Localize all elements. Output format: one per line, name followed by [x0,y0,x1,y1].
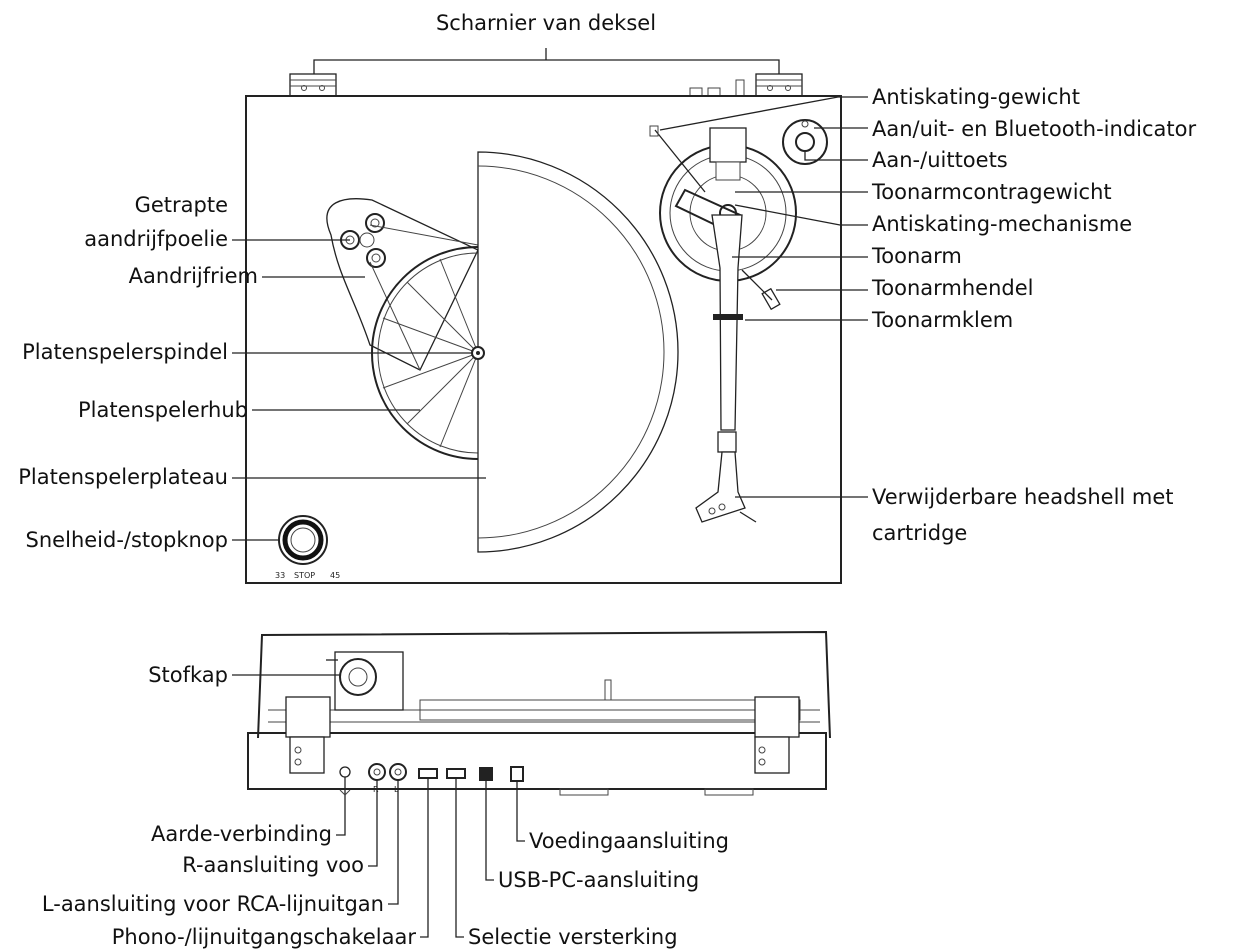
rear-mark-l: L [394,785,399,794]
left-hinge [289,73,337,97]
label-power-jack: Voedingaansluiting [529,829,729,853]
label-tonearm: Toonarm [871,244,962,268]
label-tonearm-lever: Toonarmhendel [871,276,1033,300]
gain-switch[interactable] [446,768,466,779]
platter [477,151,679,553]
rca-l-jack[interactable] [389,763,407,781]
label-headshell-line2: cartridge [872,521,967,545]
speed-stop-knob[interactable] [278,515,328,565]
label-ground: Aarde-verbinding [151,822,332,846]
label-tonearm-counterweight: Toonarmcontragewicht [871,180,1112,204]
top-view: 33 STOP 45 [245,73,842,584]
label-tonearm-clamp: Toonarmklem [871,308,1013,332]
rca-r-jack[interactable] [368,763,386,781]
plinth-top [245,95,842,584]
label-platter: Platenspelerplateau [18,465,228,489]
right-hinge [755,73,803,97]
label-usb-pc: USB-PC-aansluiting [498,868,699,892]
phono-line-switch[interactable] [418,768,438,779]
ground-terminal[interactable] [339,766,351,796]
headshell [695,451,757,523]
knob-mark-stop: STOP [294,571,315,580]
rear-right-hinge [754,696,800,774]
dust-cover [257,630,831,739]
label-gain-select: Selectie versterking [468,925,678,949]
leader-lines [232,48,868,938]
label-drive-belt: Aandrijfriem [129,264,258,288]
label-l-out: L-aansluiting voor RCA-lijnuitgan [42,892,384,916]
rear-view: R L [247,630,831,796]
knob-mark-45: 45 [330,571,340,580]
label-speed-stop-knob: Snelheid-/stopknop [26,528,228,552]
rear-mark-r: R [373,785,379,794]
tonearm [711,214,743,431]
label-hub: Platenspelerhub [78,398,248,422]
label-headshell-line1: Verwijderbare headshell met [872,485,1174,509]
power-button[interactable] [782,119,828,165]
usb-port[interactable] [479,767,493,781]
label-power-button: Aan-/uittoets [872,148,1008,172]
label-phono-switch: Phono-/lijnuitgangschakelaar [112,925,417,949]
label-dust-cover: Stofkap [148,663,228,687]
label-spindle: Platenspelerspindel [22,340,228,364]
label-stepped-pulley-line1: Getrapte [135,193,228,217]
rear-left-hinge [285,696,331,774]
label-lid-hinge: Scharnier van deksel [436,11,656,35]
stepped-pulley [340,213,386,268]
knob-mark-33: 33 [275,571,285,580]
label-stepped-pulley-line2: aandrijfpoelie [84,227,228,251]
label-power-bt-indicator: Aan/uit- en Bluetooth-indicator [872,117,1196,141]
label-antiskating-mechanism: Antiskating-mechanisme [872,212,1132,236]
label-r-out: R-aansluiting voo [182,853,364,877]
power-jack[interactable] [510,766,524,782]
label-antiskating-weight: Antiskating-gewicht [872,85,1080,109]
tonearm-base [649,125,797,282]
labels: Scharnier van deksel Antiskating-gewicht… [18,11,1196,949]
